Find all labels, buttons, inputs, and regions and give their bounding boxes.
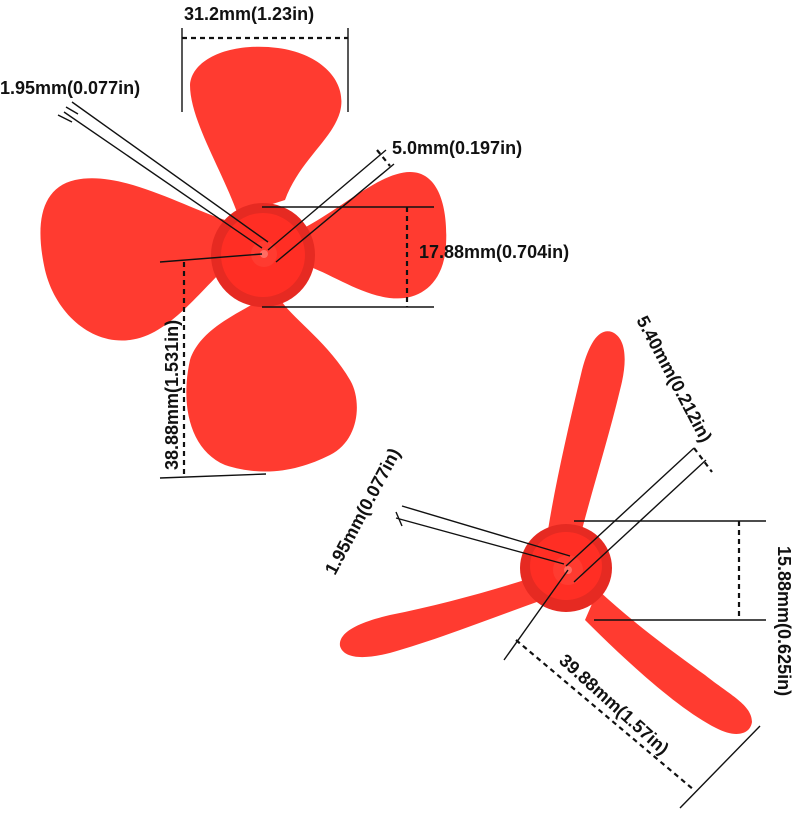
blade-upper bbox=[548, 331, 625, 545]
three-blade-propeller bbox=[339, 331, 752, 734]
three-shaft-hole-label: 1.95mm(0.077in) bbox=[321, 445, 404, 578]
blade-bottom bbox=[186, 300, 357, 472]
blade-lower-left bbox=[339, 575, 548, 658]
blade-width-label: 31.2mm(1.23in) bbox=[184, 4, 314, 24]
radius-label: 38.88mm(1.531in) bbox=[162, 320, 182, 470]
four-blade-propeller bbox=[40, 46, 447, 472]
blade-right bbox=[300, 172, 447, 299]
hub-height-label: 17.88mm(0.704in) bbox=[419, 242, 569, 262]
blade-lower-right bbox=[585, 590, 752, 734]
hub-inner-diameter-label: 5.0mm(0.197in) bbox=[392, 138, 522, 158]
four-blade-dimension-lines bbox=[57, 28, 434, 479]
blade-top bbox=[190, 46, 342, 215]
shaft-hole bbox=[260, 250, 268, 258]
three-hub-inner-diameter-label: 5.40mm(0.212in) bbox=[632, 312, 715, 445]
three-blade-dimension-lines bbox=[395, 447, 766, 809]
blade-left bbox=[40, 178, 233, 341]
three-hub-height-label: 15.88mm(0.625in) bbox=[774, 546, 794, 696]
shaft-hole-label: 1.95mm(0.077in) bbox=[0, 78, 140, 98]
